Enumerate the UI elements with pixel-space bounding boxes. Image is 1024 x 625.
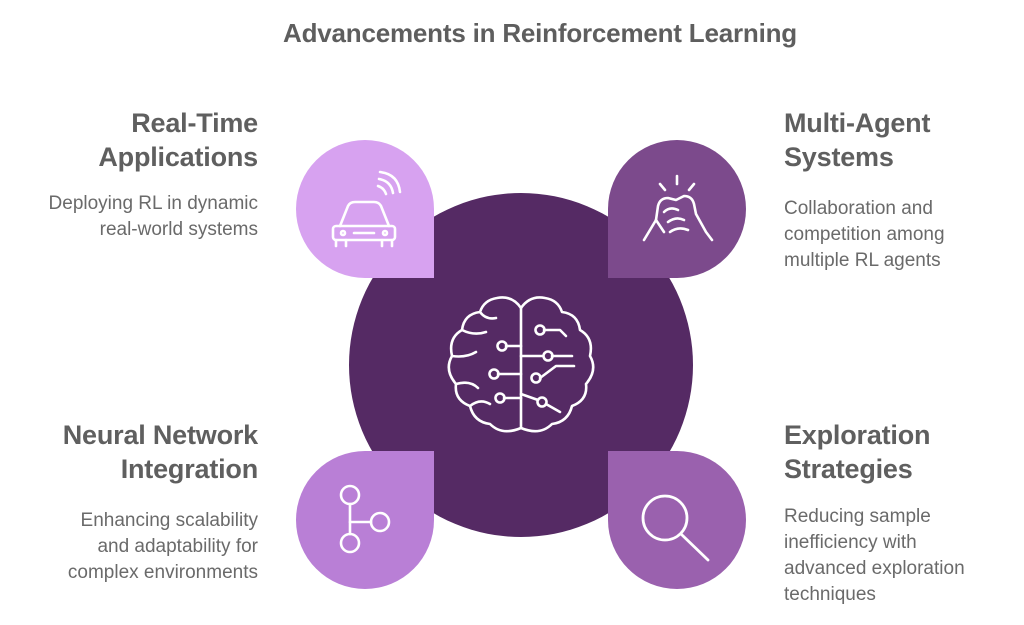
petal-real-time [296,140,434,278]
desc-exploration-line4: techniques [784,584,876,605]
brain-circuit-icon [447,296,595,433]
desc-multi-agent-line1: Collaboration and [784,198,933,219]
desc-neural-network: Enhancing scalability and adaptability f… [10,508,258,586]
desc-neural-network-line3: complex environments [67,562,258,583]
heading-neural-network-line2: Integration [120,454,258,484]
heading-multi-agent: Multi-Agent Systems [784,106,1014,174]
heading-multi-agent-line2: Systems [784,142,894,172]
desc-exploration: Reducing sample inefficiency with advanc… [784,504,1014,608]
desc-real-time-line2: real-world systems [99,219,258,240]
heading-neural-network: Neural Network Integration [20,418,258,486]
desc-multi-agent-line2: competition among [784,224,945,245]
handshake-icon [642,174,714,242]
heading-real-time: Real-Time Applications [20,106,258,174]
branch-icon [339,484,391,554]
magnifier-icon [641,494,710,562]
desc-exploration-line2: inefficiency with [784,532,917,553]
heading-real-time-line1: Real-Time [131,108,258,138]
petal-neural-network [296,451,434,589]
desc-exploration-line3: advanced exploration [784,558,965,579]
heading-exploration-line1: Exploration [784,420,931,450]
desc-real-time: Deploying RL in dynamic real-world syste… [10,191,258,243]
heading-exploration-line2: Strategies [784,454,913,484]
desc-neural-network-line1: Enhancing scalability [80,510,258,531]
page-title: Advancements in Reinforcement Learning [283,18,797,48]
car-wireless-icon [331,170,402,248]
heading-neural-network-line1: Neural Network [62,420,258,450]
desc-real-time-line1: Deploying RL in dynamic [48,193,258,214]
desc-neural-network-line2: and adaptability for [97,536,258,557]
heading-multi-agent-line1: Multi-Agent [784,108,931,138]
heading-real-time-line2: Applications [98,142,258,172]
heading-exploration: Exploration Strategies [784,418,1014,486]
desc-multi-agent: Collaboration and competition among mult… [784,196,1014,274]
desc-exploration-line1: Reducing sample [784,506,931,527]
petal-exploration [608,451,746,589]
desc-multi-agent-line3: multiple RL agents [784,250,941,271]
